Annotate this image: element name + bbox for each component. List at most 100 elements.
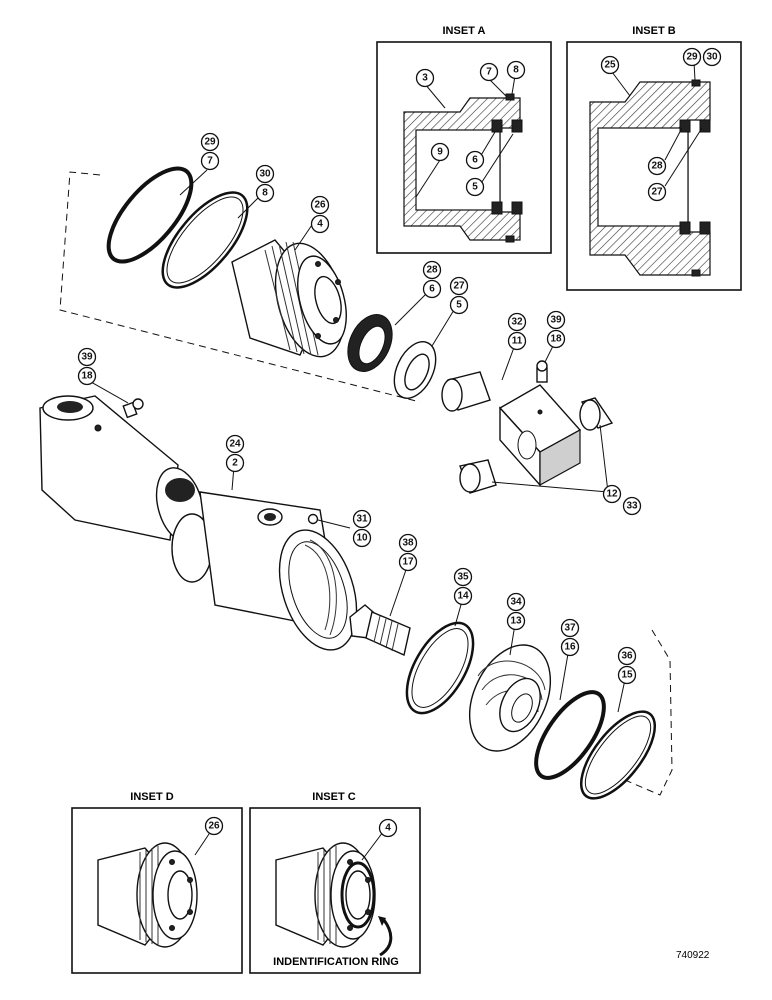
callout-a-6: 6 — [465, 150, 485, 170]
inset-a: INSET A — [376, 25, 552, 254]
svg-text:24: 24 — [229, 439, 241, 450]
callout-18-fitting-left: 18 — [77, 366, 97, 386]
callout-13-piston: 13 — [506, 611, 526, 631]
callout-7-ring: 7 — [200, 151, 220, 171]
svg-text:33: 33 — [626, 501, 638, 512]
callout-35-wear-ring: 35 — [453, 567, 473, 587]
backup-ring-15 — [579, 710, 657, 800]
identification-ring-label: INDENTIFICATION RING — [273, 956, 399, 968]
callout-5-wiper: 5 — [449, 295, 469, 315]
svg-text:35: 35 — [457, 572, 469, 583]
svg-text:17: 17 — [402, 557, 414, 568]
svg-text:6: 6 — [429, 284, 435, 295]
svg-text:25: 25 — [604, 60, 616, 71]
callout-4-gland: 4 — [310, 214, 330, 234]
o-ring-7 — [106, 166, 194, 264]
svg-text:4: 4 — [317, 219, 323, 230]
callout-a-8: 8 — [506, 60, 526, 80]
svg-text:14: 14 — [457, 591, 469, 602]
callout-26-gland: 26 — [310, 195, 330, 215]
svg-text:7: 7 — [207, 156, 213, 167]
wiper-5 — [393, 341, 437, 399]
bushing-12-right — [579, 397, 614, 431]
svg-text:36: 36 — [621, 651, 633, 662]
callout-a-9: 9 — [430, 142, 450, 162]
callout-12-bushing: 12 — [602, 484, 622, 504]
leader-lines — [83, 169, 627, 713]
svg-text:27: 27 — [651, 187, 663, 198]
callout-38-bolt: 38 — [398, 533, 418, 553]
callout-29-ring: 29 — [200, 132, 220, 152]
svg-text:28: 28 — [651, 161, 663, 172]
wear-ring-14 — [405, 621, 475, 715]
svg-text:2: 2 — [232, 458, 238, 469]
callout-33-bushing: 33 — [622, 496, 642, 516]
fitting-10 — [307, 513, 319, 525]
svg-text:4: 4 — [385, 823, 391, 834]
figure-number: 740922 — [676, 950, 710, 961]
callout-37-o-ring: 37 — [560, 618, 580, 638]
pin-11 — [441, 371, 491, 412]
inset-b-title: INSET B — [632, 25, 675, 37]
svg-text:18: 18 — [550, 334, 562, 345]
bolt-17 — [349, 604, 411, 656]
callout-a-5: 5 — [465, 177, 485, 197]
callout-b-27: 27 — [647, 182, 667, 202]
callout-b-29: 29 — [682, 47, 702, 67]
svg-text:26: 26 — [208, 821, 220, 832]
svg-text:34: 34 — [510, 597, 522, 608]
callout-17-bolt: 17 — [398, 552, 418, 572]
svg-text:29: 29 — [204, 137, 216, 148]
callout-c-4: 4 — [378, 818, 398, 838]
svg-text:32: 32 — [511, 317, 523, 328]
svg-text:13: 13 — [510, 616, 522, 627]
callout-10-fitting: 10 — [352, 528, 372, 548]
svg-text:39: 39 — [81, 352, 93, 363]
svg-text:8: 8 — [262, 188, 268, 199]
callout-b-28: 28 — [647, 156, 667, 176]
svg-text:10: 10 — [356, 533, 368, 544]
svg-text:30: 30 — [259, 169, 271, 180]
grease-fitting-18-left — [122, 398, 144, 419]
svg-text:26: 26 — [314, 200, 326, 211]
callout-15-backup-ring: 15 — [617, 665, 637, 685]
callout-39-fitting-left: 39 — [77, 347, 97, 367]
callout-39-fitting-right: 39 — [546, 310, 566, 330]
inset-a-title: INSET A — [443, 25, 486, 37]
svg-text:18: 18 — [81, 371, 93, 382]
svg-text:11: 11 — [512, 336, 523, 347]
o-ring-16 — [534, 690, 606, 780]
svg-text:6: 6 — [472, 155, 478, 166]
gland-4 — [231, 239, 347, 358]
svg-text:3: 3 — [422, 73, 428, 84]
callout-b-30: 30 — [702, 47, 722, 67]
svg-text:39: 39 — [550, 315, 562, 326]
svg-text:15: 15 — [621, 670, 633, 681]
callout-18-fitting-right: 18 — [546, 329, 566, 349]
assembly-boundary-dashed — [59, 171, 673, 796]
callout-32-pin: 32 — [507, 312, 527, 332]
inset-d: INSET D — [71, 791, 243, 974]
callout-36-backup-ring: 36 — [617, 646, 637, 666]
seal-6 — [347, 314, 393, 372]
svg-text:16: 16 — [564, 642, 576, 653]
svg-text:5: 5 — [472, 182, 478, 193]
callout-31-fitting: 31 — [352, 509, 372, 529]
callout-28-seal: 28 — [422, 260, 442, 280]
svg-text:31: 31 — [356, 514, 368, 525]
svg-text:5: 5 — [456, 300, 462, 311]
callout-34-piston: 34 — [506, 592, 526, 612]
callout-27-wiper: 27 — [449, 276, 469, 296]
callout-30-ring: 30 — [255, 164, 275, 184]
callout-d-26: 26 — [204, 816, 224, 836]
callout-16-o-ring: 16 — [560, 637, 580, 657]
backup-ring-8 — [161, 191, 249, 289]
svg-text:9: 9 — [437, 147, 443, 158]
callout-14-wear-ring: 14 — [453, 586, 473, 606]
callout-11-pin: 11 — [507, 331, 527, 351]
callout-b-25: 25 — [600, 55, 620, 75]
svg-text:29: 29 — [686, 52, 698, 63]
svg-text:27: 27 — [453, 281, 465, 292]
callout-6-seal: 6 — [422, 279, 442, 299]
